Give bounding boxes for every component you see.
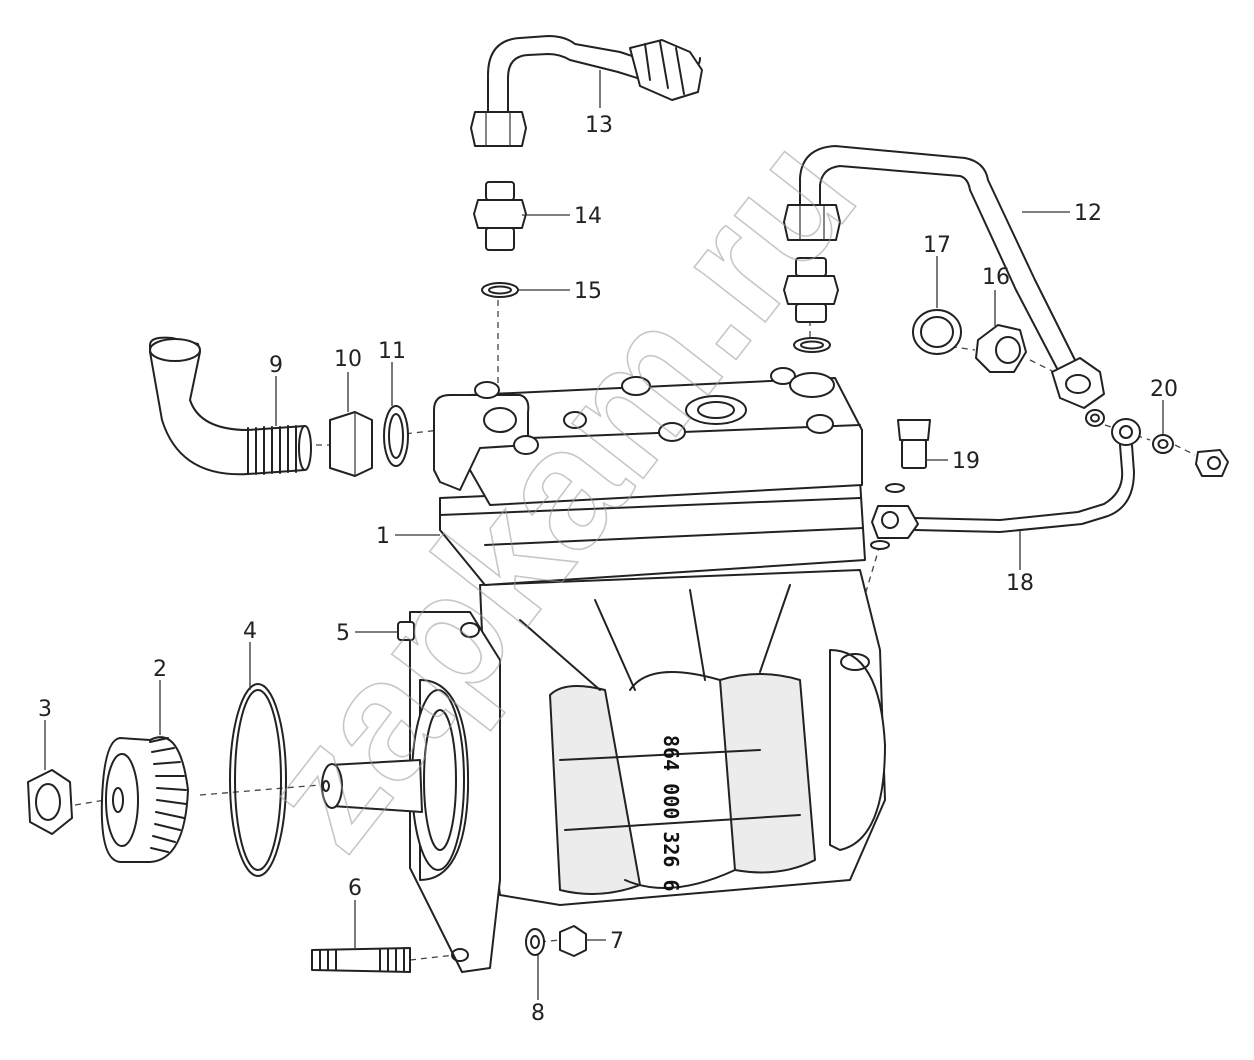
mounting-flange — [409, 611, 501, 973]
part-18-line — [871, 418, 1141, 539]
callout-11: 11 — [378, 339, 406, 364]
part-13-pipe — [470, 35, 703, 147]
part-9-elbow — [149, 336, 312, 476]
leader-lines — [44, 70, 1164, 1000]
part-4-oring — [229, 683, 287, 877]
part-10-nut — [329, 411, 373, 477]
callout-20: 20 — [1150, 377, 1178, 402]
part-7-nut — [559, 925, 587, 957]
callout-6: 6 — [348, 876, 362, 901]
part-20-washers-plug — [1085, 409, 1229, 477]
part-17-ring — [912, 309, 962, 355]
callout-labels: 1 2 3 4 5 6 7 8 9 10 11 12 13 14 15 16 1… — [38, 113, 1178, 1026]
callout-1: 1 — [376, 524, 390, 549]
part-11-ring — [383, 405, 409, 467]
callout-10: 10 — [334, 347, 362, 372]
callout-5: 5 — [336, 621, 350, 646]
thread-rings — [247, 425, 297, 475]
part-5-stud — [397, 621, 415, 641]
callout-3: 3 — [38, 697, 52, 722]
part-2-gear — [100, 736, 189, 863]
part-number-stamp: 864 000 326 6 — [659, 735, 683, 892]
part-16-nut — [975, 324, 1027, 373]
part-8-washer — [525, 928, 545, 956]
callout-19: 19 — [952, 449, 980, 474]
right-fitting-and-washer — [783, 257, 839, 353]
part-3-nut — [27, 769, 73, 835]
callout-15: 15 — [574, 279, 602, 304]
part-6-stud — [311, 947, 411, 973]
gear-teeth — [149, 737, 187, 853]
callout-16: 16 — [982, 265, 1010, 290]
callout-9: 9 — [269, 353, 283, 378]
callout-12: 12 — [1074, 201, 1102, 226]
drive-shaft — [321, 759, 423, 813]
callout-2: 2 — [153, 657, 167, 682]
part-15-washer — [481, 282, 519, 298]
callout-17: 17 — [923, 233, 951, 258]
callout-8: 8 — [531, 1001, 545, 1026]
callout-14: 14 — [574, 204, 602, 229]
part-1-compressor: 864 000 326 6 — [433, 367, 886, 906]
part-12-pipe — [783, 145, 1105, 409]
callout-7: 7 — [610, 929, 624, 954]
part-14-fitting — [473, 181, 527, 251]
part-19-bolt — [870, 419, 931, 550]
callout-4: 4 — [243, 619, 257, 644]
callout-13: 13 — [585, 113, 613, 138]
callout-18: 18 — [1006, 571, 1034, 596]
